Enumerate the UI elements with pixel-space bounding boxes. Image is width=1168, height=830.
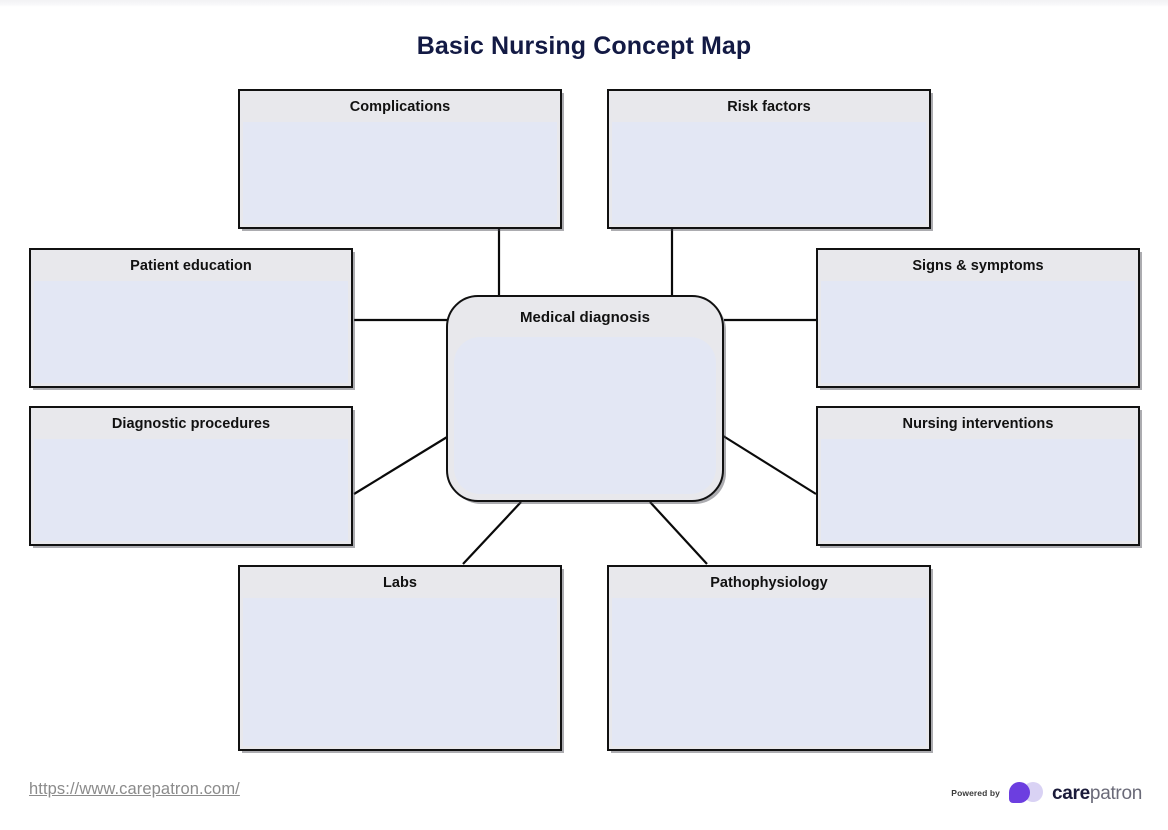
logo-blob-dark: [1009, 782, 1031, 803]
node-body-nursing-interventions[interactable]: [821, 439, 1135, 541]
node-risk-factors[interactable]: Risk factors: [607, 89, 931, 229]
node-title-diagnostic-procedures: Diagnostic procedures: [111, 416, 271, 432]
page-title: Basic Nursing Concept Map: [416, 32, 752, 60]
wordmark-patron: patron: [1089, 782, 1142, 804]
node-signs-symptoms[interactable]: Signs & symptoms: [816, 248, 1140, 388]
node-title-medical-diagnosis: Medical diagnosis: [519, 309, 651, 326]
node-body-complications[interactable]: [243, 122, 557, 224]
node-body-pathophysiology[interactable]: [612, 598, 926, 746]
node-title-complications: Complications: [349, 99, 451, 115]
node-body-diagnostic-procedures[interactable]: [34, 439, 348, 541]
carepatron-branding: Powered by carepatron: [951, 782, 1142, 804]
node-medical-diagnosis[interactable]: Medical diagnosis: [446, 295, 724, 502]
node-body-labs[interactable]: [243, 598, 557, 746]
node-title-patient-education: Patient education: [130, 258, 252, 274]
connector-labs: [462, 501, 522, 565]
top-strip: [0, 0, 1168, 7]
node-title-labs: Labs: [382, 575, 418, 591]
node-patient-education[interactable]: Patient education: [29, 248, 353, 388]
node-title-pathophysiology: Pathophysiology: [710, 575, 828, 591]
powered-by-label: Powered by: [951, 788, 1001, 798]
connector-nursing-interventions: [719, 433, 817, 495]
node-title-signs-symptoms: Signs & symptoms: [912, 258, 1044, 274]
node-labs[interactable]: Labs: [238, 565, 562, 751]
node-body-medical-diagnosis[interactable]: [454, 337, 716, 494]
node-body-patient-education[interactable]: [34, 281, 348, 383]
wordmark-care: care: [1052, 782, 1090, 804]
connector-pathophysiology: [649, 501, 708, 565]
node-body-risk-factors[interactable]: [612, 122, 926, 224]
node-complications[interactable]: Complications: [238, 89, 562, 229]
carepatron-wordmark: carepatron: [1052, 784, 1142, 803]
node-title-nursing-interventions: Nursing interventions: [902, 416, 1054, 432]
carepatron-logo-icon: [1009, 782, 1044, 804]
node-nursing-interventions[interactable]: Nursing interventions: [816, 406, 1140, 546]
connector-diagnostic-procedures: [353, 433, 453, 495]
node-body-signs-symptoms[interactable]: [821, 281, 1135, 383]
carepatron-url-link[interactable]: https://www.carepatron.com/: [29, 780, 240, 798]
node-diagnostic-procedures[interactable]: Diagnostic procedures: [29, 406, 353, 546]
node-title-risk-factors: Risk factors: [727, 99, 811, 115]
node-pathophysiology[interactable]: Pathophysiology: [607, 565, 931, 751]
